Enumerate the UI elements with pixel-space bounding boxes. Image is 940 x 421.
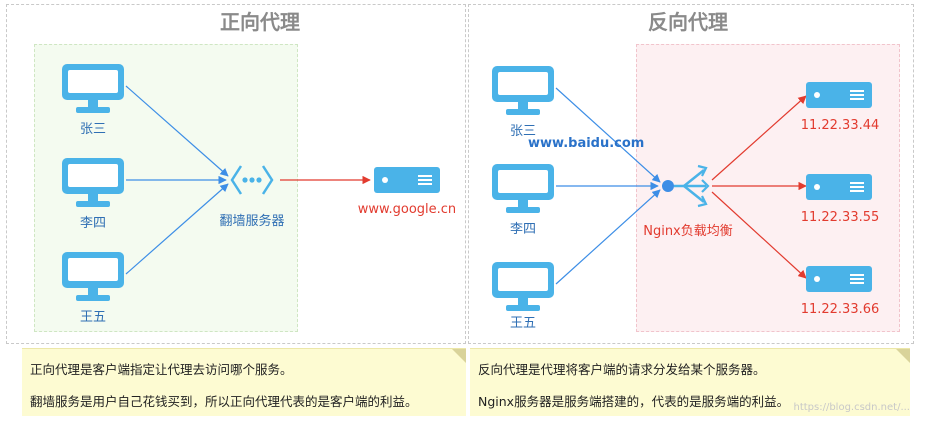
r-zhangsan-computer-icon: [492, 66, 554, 115]
watermark-text: https://blog.csdn.net/...: [793, 402, 910, 413]
google-server-icon: [374, 167, 440, 193]
r-client-lisi-label: 李四: [509, 222, 536, 237]
forward-proxy-note: 正向代理是客户端指定让代理去访问哪个服务。 翻墙服务是用户自己花钱买到，所以正向…: [22, 348, 466, 416]
reverse-proxy-panel: [468, 4, 914, 344]
proxy-server-icon: [230, 165, 274, 195]
nginx-label: Nginx负载均衡: [643, 224, 733, 239]
note-fold-corner: [896, 349, 910, 363]
reverse-note-line-2: Nginx服务器是服务端搭建的，代表的是服务端的利益。: [478, 394, 790, 409]
note-fold-corner: [452, 349, 466, 363]
client-lisi-label: 李四: [79, 216, 106, 231]
server-1-label: 11.22.33.44: [800, 118, 880, 133]
client-wangwu-label: 王五: [79, 310, 106, 325]
reverse-proxy-note: 反向代理是代理将客户端的请求分发给某个服务器。 Nginx服务器是服务端搭建的，…: [470, 348, 910, 416]
reverse-connections: [555, 87, 807, 285]
google-target-label: www.google.cn: [357, 202, 457, 217]
r-wangwu-computer-icon: [492, 262, 554, 311]
forward-note-line-2: 翻墙服务是用户自己花钱买到，所以正向代理代表的是客户端的利益。: [30, 394, 418, 409]
server-3-icon: [806, 266, 872, 292]
r-client-wangwu-label: 王五: [509, 316, 536, 331]
lisi-computer-icon: [62, 158, 124, 207]
client-zhangsan-label: 张三: [79, 122, 106, 137]
reverse-note-line-1: 反向代理是代理将客户端的请求分发给某个服务器。: [478, 362, 766, 377]
server-1-icon: [806, 82, 872, 108]
wangwu-computer-icon: [62, 252, 124, 301]
reverse-proxy-title: 反向代理: [648, 10, 728, 34]
zhangsan-computer-icon: [62, 64, 124, 113]
server-3-label: 11.22.33.66: [800, 302, 880, 317]
r-client-zhangsan-label: 张三: [509, 124, 536, 139]
forward-connections: [125, 85, 371, 275]
edge-wangwu-proxy: [125, 183, 229, 275]
edge-r-zhangsan-nginx: [555, 87, 661, 183]
server-2-icon: [806, 174, 872, 200]
edge-nginx-server3: [711, 191, 807, 279]
forward-note-line-1: 正向代理是客户端指定让代理去访问哪个服务。: [30, 362, 293, 377]
server-2-label: 11.22.33.55: [800, 210, 880, 225]
forward-proxy-title: 正向代理: [220, 10, 300, 34]
r-lisi-computer-icon: [492, 164, 554, 213]
edge-nginx-server1: [711, 95, 807, 181]
forward-proxy-panel: [6, 4, 466, 344]
edge-r-wangwu-nginx: [555, 189, 661, 285]
baidu-domain-label: www.baidu.com: [528, 136, 645, 151]
edge-zhangsan-proxy: [125, 85, 229, 177]
proxy-server-label: 翻墙服务器: [219, 214, 285, 229]
nginx-load-balancer-icon: [662, 164, 710, 208]
